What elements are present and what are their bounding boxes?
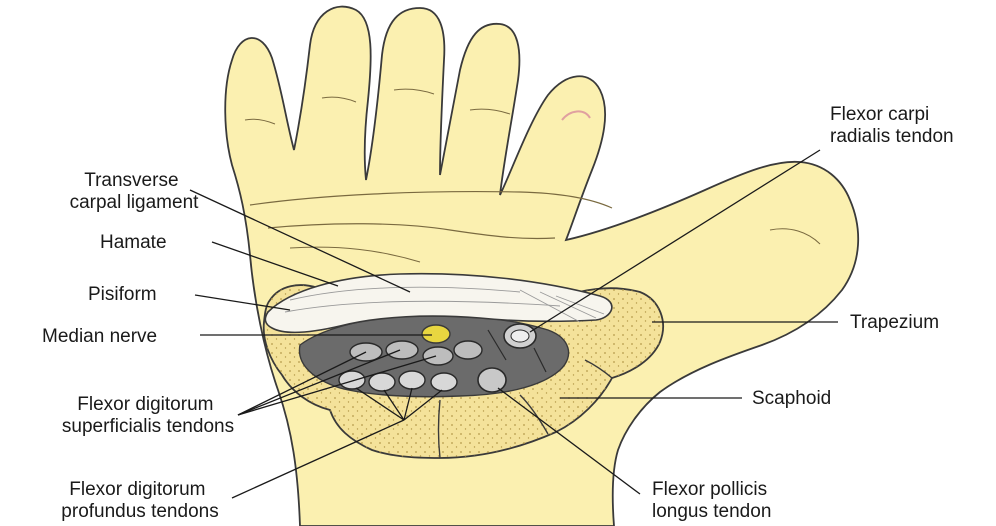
- label-flexor-digitorum-profundus: Flexor digitorum profundus tendons: [61, 479, 218, 522]
- fds-tendon-3: [423, 347, 453, 365]
- label-flexor-digitorum-superficialis: Flexor digitorum superficialis tendons: [62, 394, 234, 437]
- label-transverse-carpal-ligament: Transverse carpal ligament: [70, 170, 200, 213]
- label-hamate: Hamate: [100, 232, 167, 253]
- flexor-pollicis-longus-tendon: [478, 368, 506, 392]
- fcr-tendon-inner: [511, 330, 529, 342]
- label-trapezium: Trapezium: [850, 312, 939, 333]
- median-nerve: [422, 325, 450, 343]
- fds-tendon-2: [386, 341, 418, 359]
- fdp-tendon-4: [431, 373, 457, 391]
- hand-illustration: [225, 7, 858, 526]
- fdp-tendon-2: [369, 373, 395, 391]
- label-median-nerve: Median nerve: [42, 326, 157, 347]
- fds-tendon-4: [454, 341, 482, 359]
- fdp-tendon-3: [399, 371, 425, 389]
- label-flexor-carpi-radialis: Flexor carpi radialis tendon: [830, 104, 954, 147]
- hand-silhouette: [225, 7, 858, 526]
- label-scaphoid: Scaphoid: [752, 388, 831, 409]
- label-flexor-pollicis-longus: Flexor pollicis longus tendon: [652, 479, 772, 522]
- label-pisiform: Pisiform: [88, 284, 157, 305]
- fdp-tendon-1: [339, 371, 365, 389]
